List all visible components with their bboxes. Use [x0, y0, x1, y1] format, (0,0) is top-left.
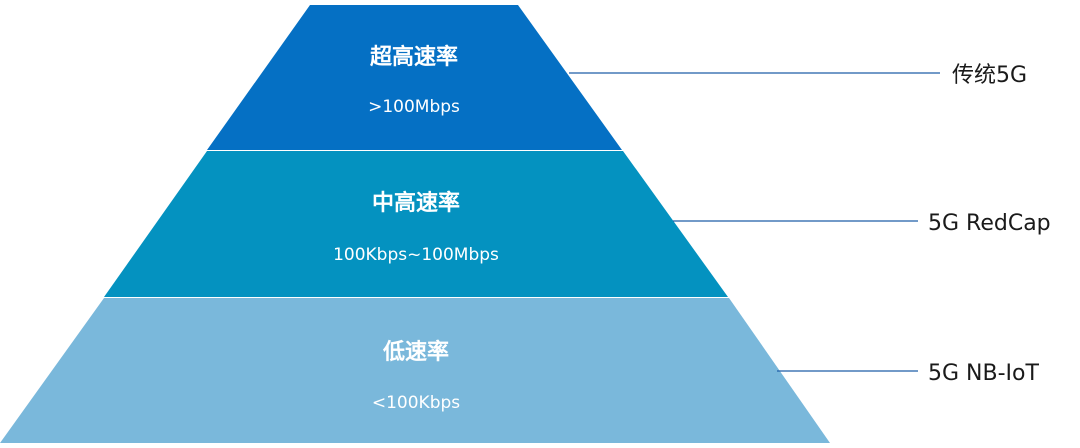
tier-medium-high-speed-band	[104, 151, 728, 297]
label-5g-redcap: 5G RedCap	[928, 211, 1051, 236]
tier-ultra-high-speed: 超高速率 >100Mbps	[207, 5, 622, 150]
tier-low-speed: 低速率 <100Kbps	[0, 298, 830, 443]
tier-medium-high-speed-title: 中高速率	[372, 190, 460, 216]
tier-low-speed-title: 低速率	[382, 339, 449, 365]
label-traditional-5g: 传统5G	[952, 63, 1027, 88]
tier-ultra-high-speed-range: >100Mbps	[368, 97, 460, 117]
tier-medium-high-speed-range: 100Kbps~100Mbps	[333, 245, 499, 265]
tier-ultra-high-speed-title: 超高速率	[370, 44, 458, 70]
tier-low-speed-range: <100Kbps	[372, 393, 460, 413]
label-5g-nb-iot: 5G NB-IoT	[928, 361, 1039, 386]
tier-medium-high-speed: 中高速率 100Kbps~100Mbps	[104, 151, 728, 297]
tier-ultra-high-speed-band	[207, 5, 622, 150]
tier-low-speed-band	[0, 298, 830, 443]
